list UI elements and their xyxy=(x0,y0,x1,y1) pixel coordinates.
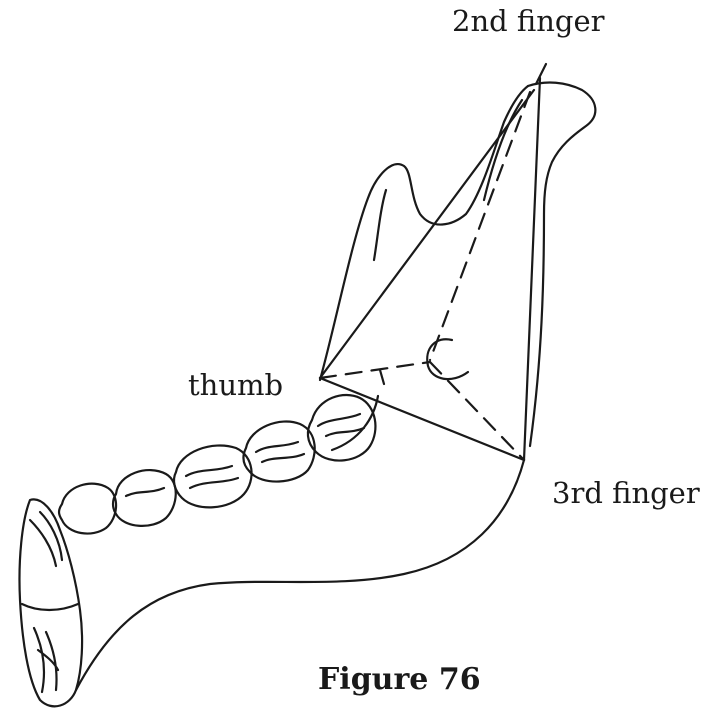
tooth-premolar-1 xyxy=(59,484,116,534)
line-second-to-third-finger xyxy=(524,78,540,460)
label-second-finger: 2nd finger xyxy=(452,4,605,38)
ramus-inner-curve xyxy=(374,190,386,260)
tick-thumb-1 xyxy=(380,370,384,384)
tooth-molar-1-crown xyxy=(186,466,238,488)
figure-caption: Figure 76 xyxy=(318,662,481,697)
dashed-second-finger-down xyxy=(430,92,530,360)
tooth-molar-2 xyxy=(243,421,314,481)
tooth-molar-3 xyxy=(308,395,376,461)
front-tooth-divider xyxy=(22,604,78,610)
mandible-lower-border xyxy=(76,460,524,690)
tooth-premolar-2 xyxy=(113,470,176,526)
label-third-finger: 3rd finger xyxy=(552,476,700,510)
tooth-molar-3-crown xyxy=(318,414,364,436)
line-thumb-to-second-finger xyxy=(320,90,534,378)
front-tooth-lower-crown xyxy=(34,628,58,692)
mandibular-foramen xyxy=(427,339,468,379)
label-thumb: thumb xyxy=(188,368,283,402)
tooth-premolar-2-crown xyxy=(126,488,164,496)
line-thumb-to-third-finger xyxy=(320,378,524,460)
dashed-thumb-to-center xyxy=(320,362,430,378)
tooth-molar-2-crown xyxy=(256,442,304,462)
tick-second-finger xyxy=(536,64,546,84)
dashed-center-to-third-finger xyxy=(430,362,524,460)
